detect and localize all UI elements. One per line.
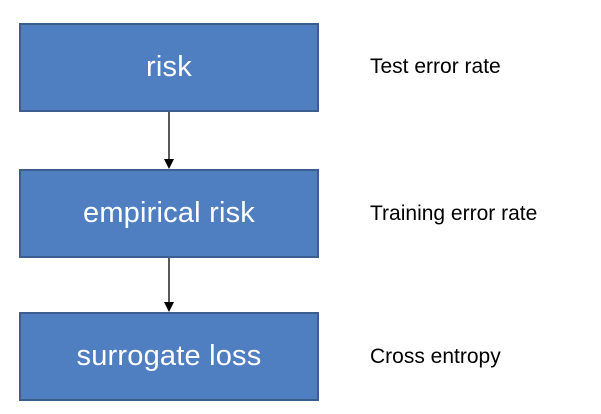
node-surrogate-loss-label: surrogate loss — [76, 340, 262, 372]
node-surrogate-loss-description: Cross entropy — [370, 345, 501, 368]
node-empirical-risk-label: empirical risk — [83, 197, 255, 229]
node-empirical-risk-description: Training error rate — [370, 202, 538, 225]
node-empirical-risk: empirical risk — [19, 169, 319, 258]
node-risk-label: risk — [146, 51, 192, 83]
node-risk: risk — [19, 23, 319, 112]
node-risk-description: Test error rate — [370, 55, 501, 78]
node-surrogate-loss: surrogate loss — [19, 312, 319, 401]
